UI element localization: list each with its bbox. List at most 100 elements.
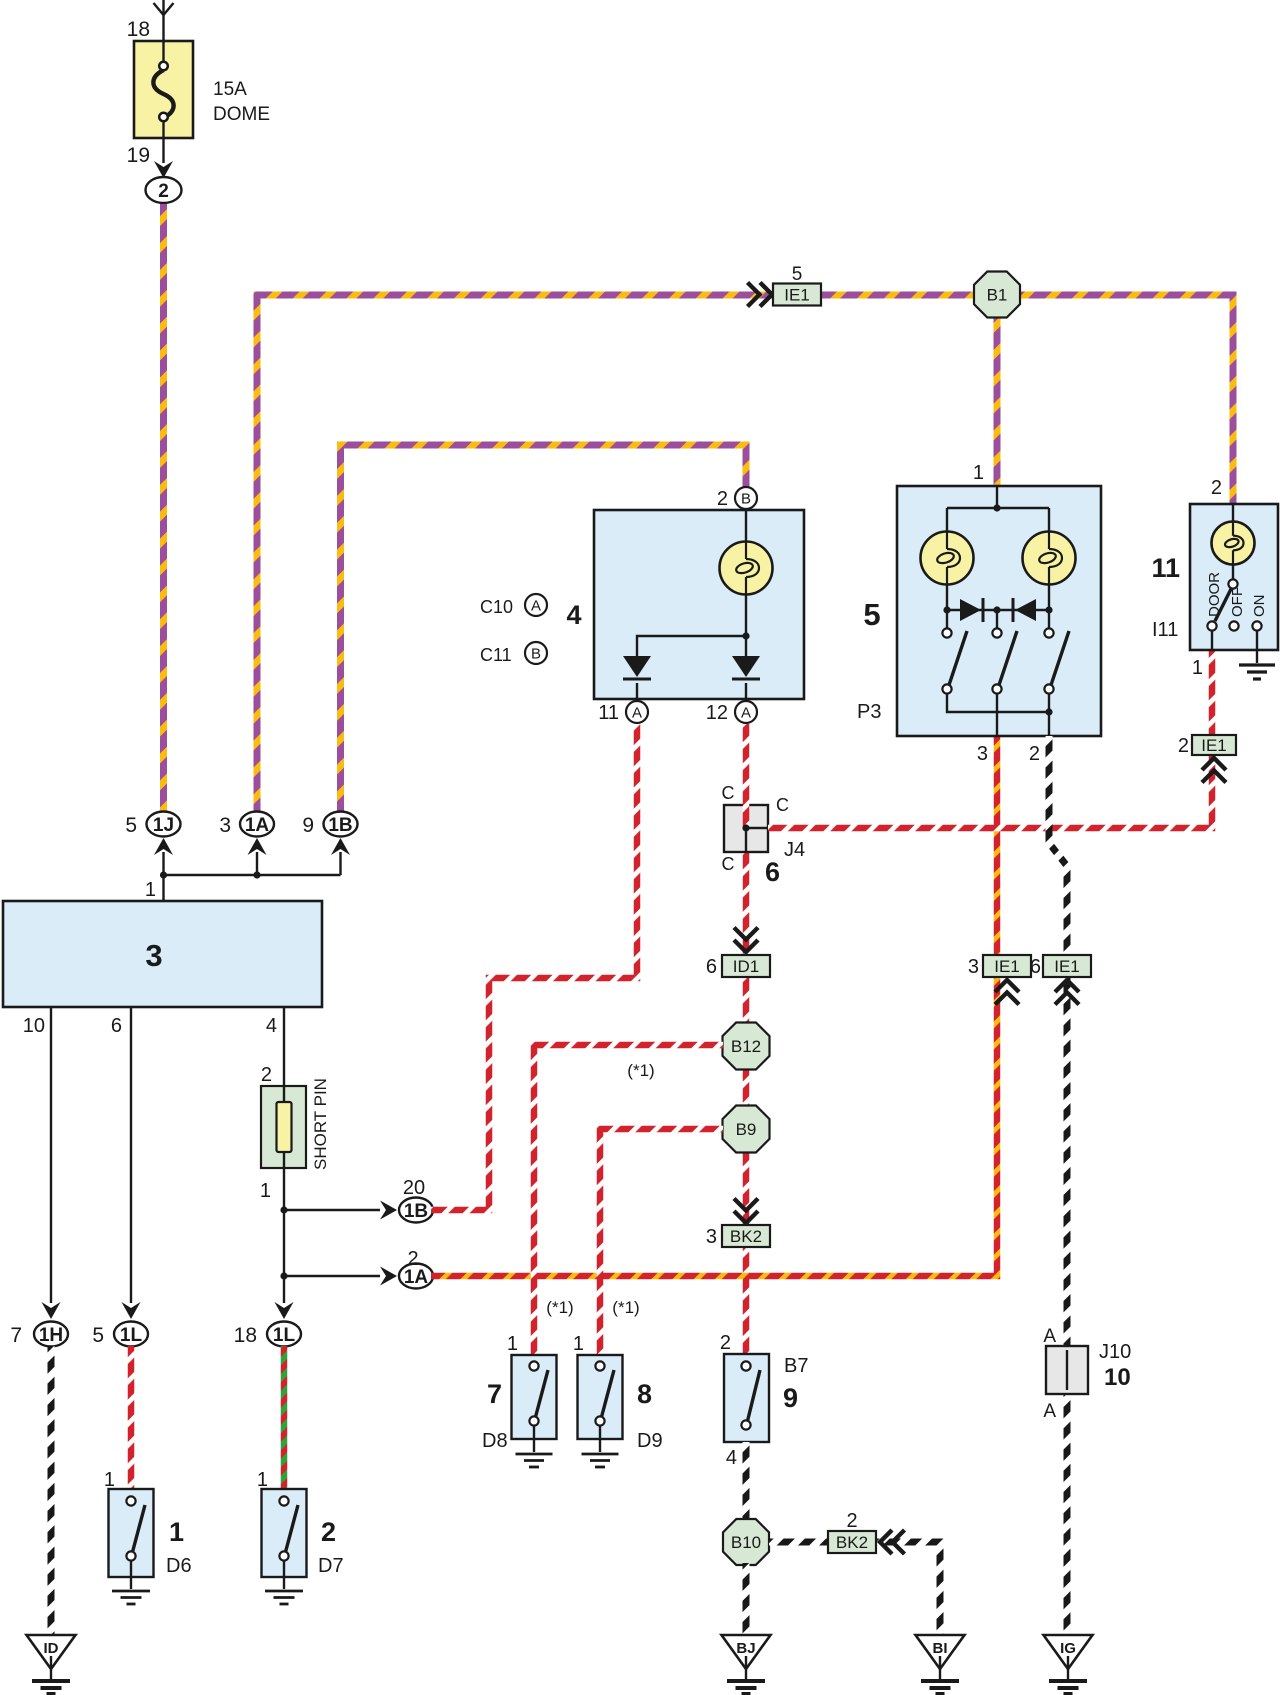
svg-text:1J: 1J: [153, 815, 174, 836]
svg-text:D6: D6: [166, 1555, 192, 1577]
svg-text:3: 3: [968, 956, 979, 978]
svg-text:4: 4: [566, 600, 581, 630]
svg-text:1: 1: [507, 1333, 518, 1355]
svg-text:3: 3: [219, 814, 231, 837]
svg-text:B: B: [531, 646, 541, 663]
svg-text:BK2: BK2: [730, 1227, 762, 1246]
svg-text:ID: ID: [44, 1640, 59, 1657]
svg-text:9: 9: [302, 814, 314, 837]
svg-text:2: 2: [846, 1510, 857, 1532]
svg-text:1: 1: [169, 1517, 184, 1547]
svg-text:C: C: [722, 783, 735, 803]
svg-text:1: 1: [260, 1180, 271, 1202]
svg-text:1B: 1B: [404, 1201, 428, 1222]
svg-text:1: 1: [573, 1333, 584, 1355]
svg-text:10: 10: [1104, 1364, 1131, 1391]
svg-text:2: 2: [720, 1332, 731, 1354]
svg-text:OFF: OFF: [1229, 587, 1246, 617]
svg-text:IE1: IE1: [994, 957, 1020, 976]
svg-text:2: 2: [321, 1517, 336, 1547]
svg-text:(*1): (*1): [546, 1298, 573, 1317]
svg-text:11: 11: [1151, 553, 1180, 583]
svg-text:15A: 15A: [213, 79, 247, 100]
svg-text:1H: 1H: [39, 1325, 63, 1346]
svg-text:B: B: [741, 491, 751, 508]
svg-text:4: 4: [726, 1447, 737, 1469]
svg-text:I11: I11: [1152, 619, 1178, 641]
svg-text:DOOR: DOOR: [1206, 572, 1223, 617]
svg-text:J10: J10: [1099, 1341, 1131, 1363]
svg-text:3: 3: [145, 938, 162, 973]
svg-text:A: A: [632, 705, 642, 722]
svg-text:1: 1: [257, 1469, 268, 1491]
svg-text:12: 12: [706, 702, 728, 724]
svg-text:1A: 1A: [404, 1267, 429, 1288]
svg-text:B1: B1: [987, 286, 1008, 305]
svg-text:D9: D9: [637, 1430, 663, 1452]
svg-text:IE1: IE1: [784, 286, 810, 305]
svg-text:IE1: IE1: [1054, 957, 1080, 976]
svg-text:1L: 1L: [273, 1325, 296, 1346]
svg-text:1: 1: [973, 462, 984, 484]
svg-text:D7: D7: [318, 1555, 344, 1577]
svg-text:5: 5: [125, 814, 137, 837]
svg-text:10: 10: [23, 1015, 45, 1037]
svg-text:6: 6: [1030, 956, 1041, 978]
svg-text:1B: 1B: [328, 815, 352, 836]
svg-text:11: 11: [598, 702, 619, 724]
svg-text:3: 3: [706, 1226, 717, 1248]
svg-text:18: 18: [234, 1324, 257, 1347]
svg-text:6: 6: [111, 1015, 122, 1037]
svg-text:8: 8: [637, 1379, 652, 1409]
svg-text:2: 2: [261, 1064, 272, 1086]
svg-text:C: C: [722, 854, 735, 874]
svg-text:2: 2: [158, 181, 169, 202]
svg-text:B10: B10: [731, 1533, 761, 1552]
svg-text:19: 19: [127, 144, 150, 167]
svg-text:C: C: [776, 795, 789, 815]
svg-text:(*1): (*1): [612, 1298, 639, 1317]
svg-text:BJ: BJ: [736, 1640, 755, 1657]
svg-text:B7: B7: [784, 1355, 808, 1377]
svg-text:2: 2: [1029, 743, 1040, 765]
svg-text:A: A: [1043, 1326, 1056, 1347]
svg-text:ID1: ID1: [733, 957, 759, 976]
svg-text:IE1: IE1: [1201, 736, 1227, 755]
svg-text:20: 20: [403, 1177, 425, 1199]
svg-text:B12: B12: [731, 1037, 761, 1056]
svg-text:6: 6: [765, 857, 780, 887]
svg-text:5: 5: [863, 597, 880, 632]
svg-text:5: 5: [792, 264, 803, 285]
svg-text:2: 2: [1178, 735, 1189, 757]
svg-text:C10: C10: [480, 597, 513, 617]
svg-text:A: A: [531, 598, 541, 615]
svg-text:(*1): (*1): [627, 1061, 654, 1080]
svg-text:BK2: BK2: [836, 1533, 868, 1552]
svg-text:5: 5: [92, 1324, 104, 1347]
svg-text:1A: 1A: [245, 815, 270, 836]
svg-text:7: 7: [10, 1324, 22, 1347]
svg-text:1: 1: [104, 1469, 115, 1491]
svg-text:9: 9: [783, 1383, 798, 1413]
svg-text:A: A: [741, 705, 751, 722]
svg-text:SHORT PIN: SHORT PIN: [311, 1078, 330, 1170]
svg-text:D8: D8: [482, 1430, 508, 1452]
svg-text:ON: ON: [1251, 595, 1268, 618]
svg-text:2: 2: [407, 1248, 418, 1270]
svg-text:B9: B9: [736, 1120, 757, 1139]
svg-text:C11: C11: [480, 645, 512, 665]
svg-text:2: 2: [1211, 477, 1222, 499]
svg-text:1: 1: [145, 879, 156, 901]
svg-text:2: 2: [717, 488, 728, 510]
svg-text:6: 6: [706, 956, 717, 978]
svg-text:DOME: DOME: [213, 104, 270, 125]
svg-text:1: 1: [1192, 657, 1203, 679]
svg-text:A: A: [1043, 1401, 1056, 1422]
svg-text:3: 3: [977, 743, 988, 765]
svg-text:P3: P3: [857, 701, 881, 723]
svg-text:IG: IG: [1060, 1640, 1076, 1657]
svg-text:18: 18: [127, 18, 150, 41]
svg-text:7: 7: [487, 1379, 502, 1409]
svg-text:1L: 1L: [120, 1325, 143, 1346]
svg-text:J4: J4: [784, 839, 805, 861]
